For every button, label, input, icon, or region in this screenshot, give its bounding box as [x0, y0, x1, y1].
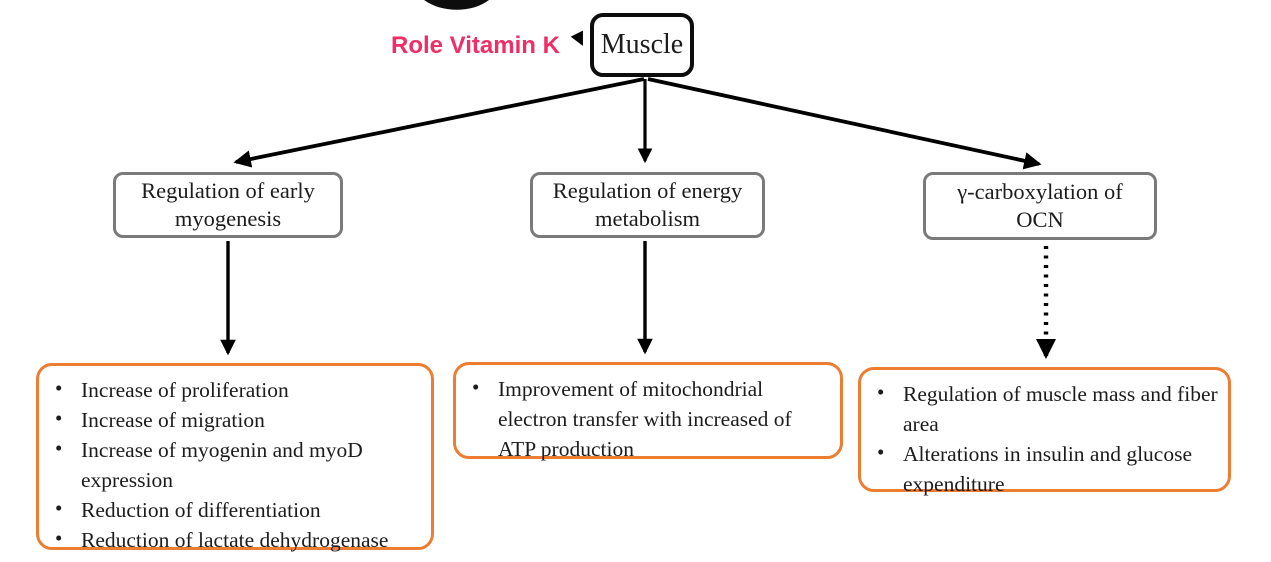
- list-item: Increase of migration: [39, 404, 421, 435]
- list-item: Reduction of differentiation: [39, 494, 421, 525]
- list-item: Increase of myogenin and myoD expression: [39, 434, 421, 495]
- muscle-node: Muscle: [590, 13, 694, 77]
- muscle-node-label: Muscle: [600, 29, 684, 60]
- list-item: Reduction of lactate dehydrogenase: [39, 524, 421, 555]
- list-item: Increase of proliferation: [39, 374, 421, 405]
- outcome-box-early-myogenesis: Increase of proliferation Increase of mi…: [36, 363, 434, 554]
- branch-energy-metabolism: Regulation of energy metabolism: [530, 172, 765, 238]
- branch-early-myogenesis: Regulation of early myogenesis: [113, 172, 343, 238]
- outcome-list-early: Increase of proliferation Increase of mi…: [39, 366, 431, 562]
- outcome-list-energy: Improvement of mitochondrial electron tr…: [456, 365, 840, 470]
- arrow-muscle-to-ocn: [647, 77, 1042, 170]
- outcome-box-ocn: Regulation of muscle mass and fiber area…: [858, 367, 1231, 496]
- outcome-list-ocn: Regulation of muscle mass and fiber area…: [861, 370, 1228, 505]
- arrow-muscle-to-early: [233, 77, 645, 168]
- list-item: Improvement of mitochondrial electron tr…: [456, 373, 830, 464]
- diagram-title: Role Vitamin K: [391, 32, 560, 59]
- branch-gamma-carboxylation-ocn: γ-carboxylation of OCN: [923, 172, 1157, 240]
- list-item: Regulation of muscle mass and fiber area: [861, 378, 1218, 439]
- label-to-muscle-arrow: [570, 30, 584, 46]
- outcome-box-energy-metabolism: Improvement of mitochondrial electron tr…: [453, 362, 843, 461]
- list-item: Alterations in insulin and glucose expen…: [861, 438, 1218, 499]
- branch-energy-metabolism-label: Regulation of energy metabolism: [552, 177, 743, 231]
- branch-early-myogenesis-label: Regulation of early myogenesis: [141, 177, 315, 231]
- top-crescent-decoration: [424, 0, 489, 10]
- branch-gamma-carboxylation-ocn-label: γ-carboxylation of OCN: [957, 178, 1123, 232]
